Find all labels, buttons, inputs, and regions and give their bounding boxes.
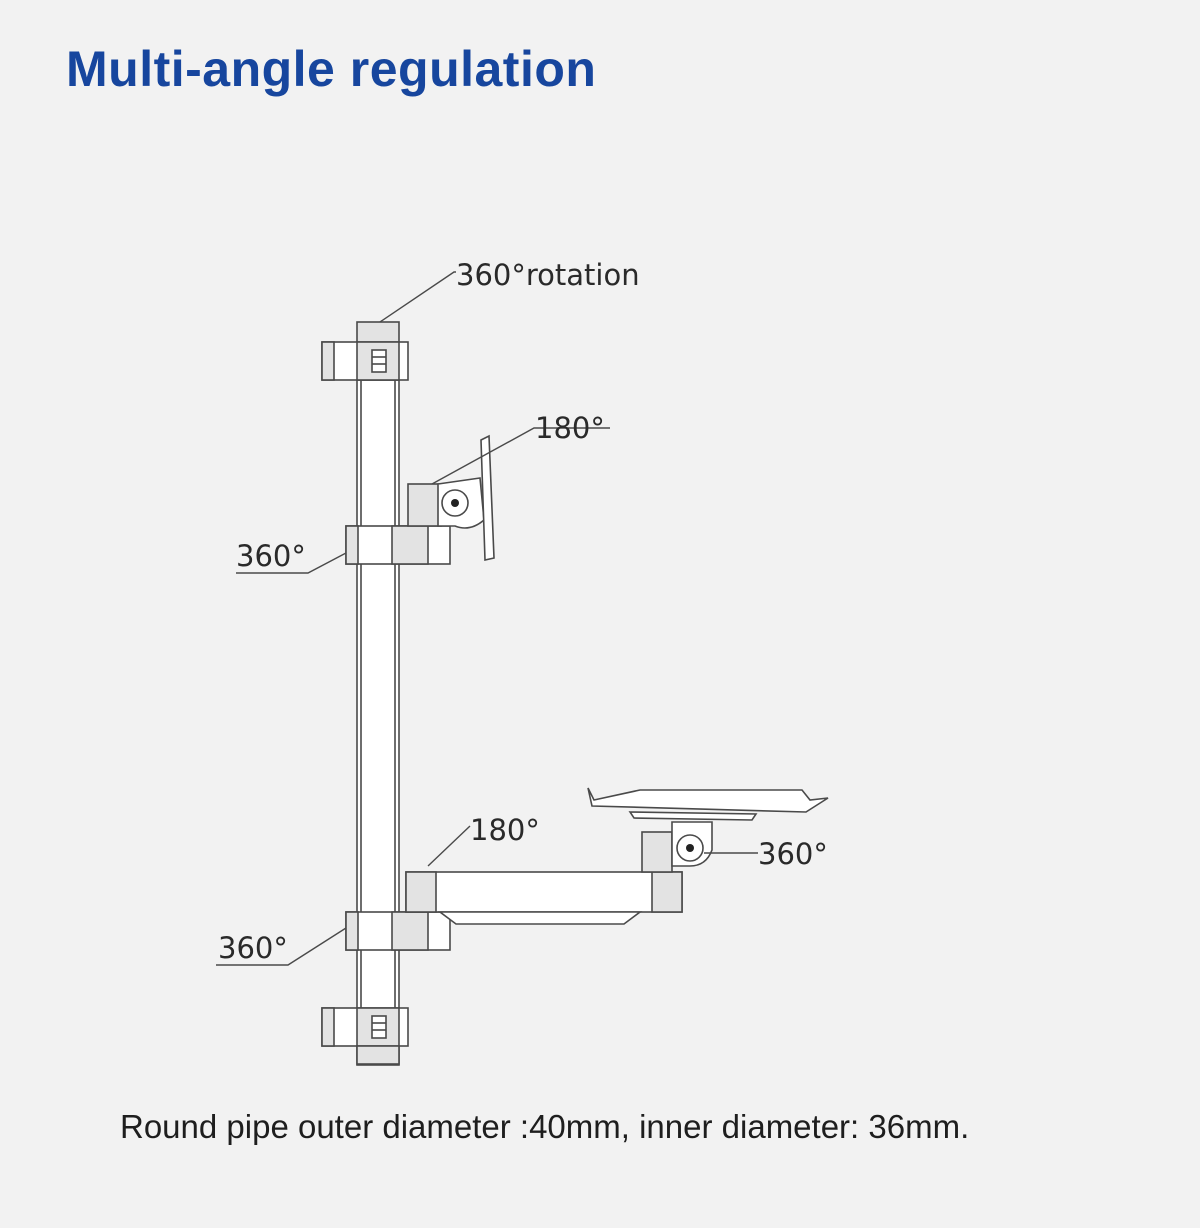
lower-arm-clamp [345, 911, 451, 951]
bottom-clamp [321, 1007, 409, 1065]
pipe-diameter-caption: Round pipe outer diameter :40mm, inner d… [120, 1108, 970, 1145]
pole [356, 379, 400, 1066]
page-title: Multi-angle regulation [66, 41, 597, 97]
upper-arm-tilt-label: 180° [535, 411, 605, 445]
tray-joint [641, 821, 713, 873]
laptop-tray [587, 787, 829, 821]
lower-arm-tilt-label: 180° [470, 813, 540, 847]
tray-rotation-label: 360° [758, 837, 828, 871]
top-cap [356, 321, 400, 345]
upper-tilt-head [407, 477, 485, 529]
top-rotation-label: 360°rotation [456, 258, 640, 292]
upper-arm-clamp [345, 525, 451, 565]
monitor-plate [480, 434, 495, 561]
upper-clamp-rotation-label: 360° [236, 539, 306, 573]
lower-clamp-rotation-label: 360° [218, 931, 288, 965]
top-clamp [321, 341, 409, 381]
leader-lines [216, 271, 758, 966]
lower-arm [405, 871, 683, 925]
